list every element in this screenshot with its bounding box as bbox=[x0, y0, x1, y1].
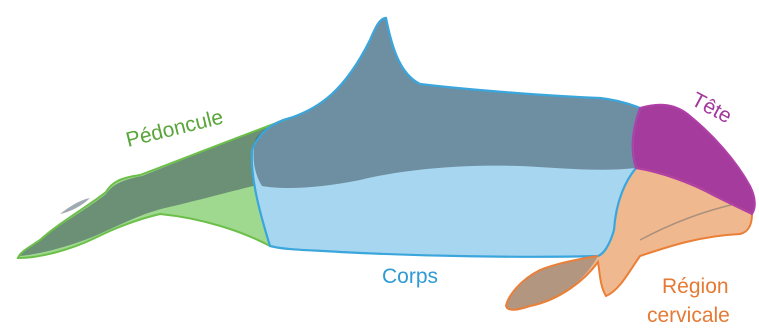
label-cervical-line2: cervicale bbox=[647, 304, 730, 327]
body-back-shading bbox=[254, 18, 640, 188]
label-cervical-line1: Région bbox=[662, 275, 729, 298]
label-body: Corps bbox=[382, 265, 438, 288]
label-peduncle: Pédoncule bbox=[124, 106, 226, 152]
body-region bbox=[252, 18, 640, 257]
